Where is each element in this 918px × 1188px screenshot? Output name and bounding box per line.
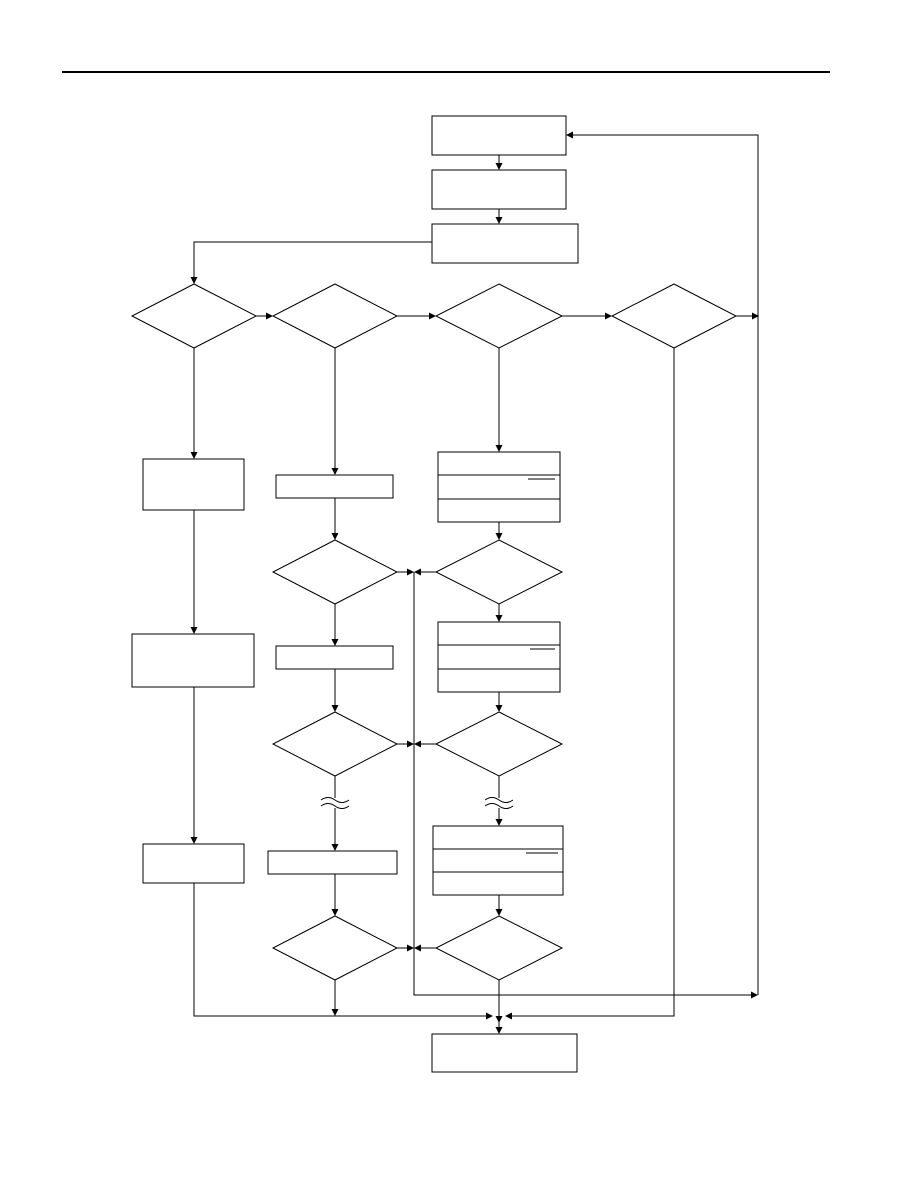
decision-1 [130, 283, 258, 349]
mid-decision-2 [271, 711, 399, 777]
right-box-2 [437, 621, 561, 693]
arrow-to-decision-1 [190, 241, 432, 284]
right-decision-3 [434, 915, 564, 981]
left-exit-line [193, 883, 493, 1020]
process-box-top-1 [431, 115, 567, 156]
decision-4-exit-line [505, 348, 675, 1020]
mid-decision-3 [271, 915, 399, 981]
mid-box-2 [275, 645, 394, 670]
final-box [431, 1033, 578, 1073]
mid-break-mark [320, 797, 350, 809]
right-break-mark [484, 797, 514, 809]
connector-vertical [413, 572, 758, 999]
left-box-1 [142, 458, 245, 511]
mid-decision-1 [271, 539, 399, 605]
loop-back-line [566, 131, 759, 995]
right-box-1 [437, 451, 561, 523]
mid-box-1 [275, 474, 394, 499]
right-decision-2 [434, 711, 564, 777]
process-box-top-2 [431, 169, 567, 210]
right-decision-1 [434, 539, 564, 605]
right-box-3 [432, 825, 564, 896]
left-box-2 [131, 633, 255, 688]
process-box-top-3 [431, 223, 579, 264]
decision-2 [271, 283, 399, 349]
decision-3 [434, 283, 564, 349]
mid-box-3 [267, 850, 398, 875]
left-box-3 [142, 843, 245, 884]
decision-4 [610, 283, 738, 349]
